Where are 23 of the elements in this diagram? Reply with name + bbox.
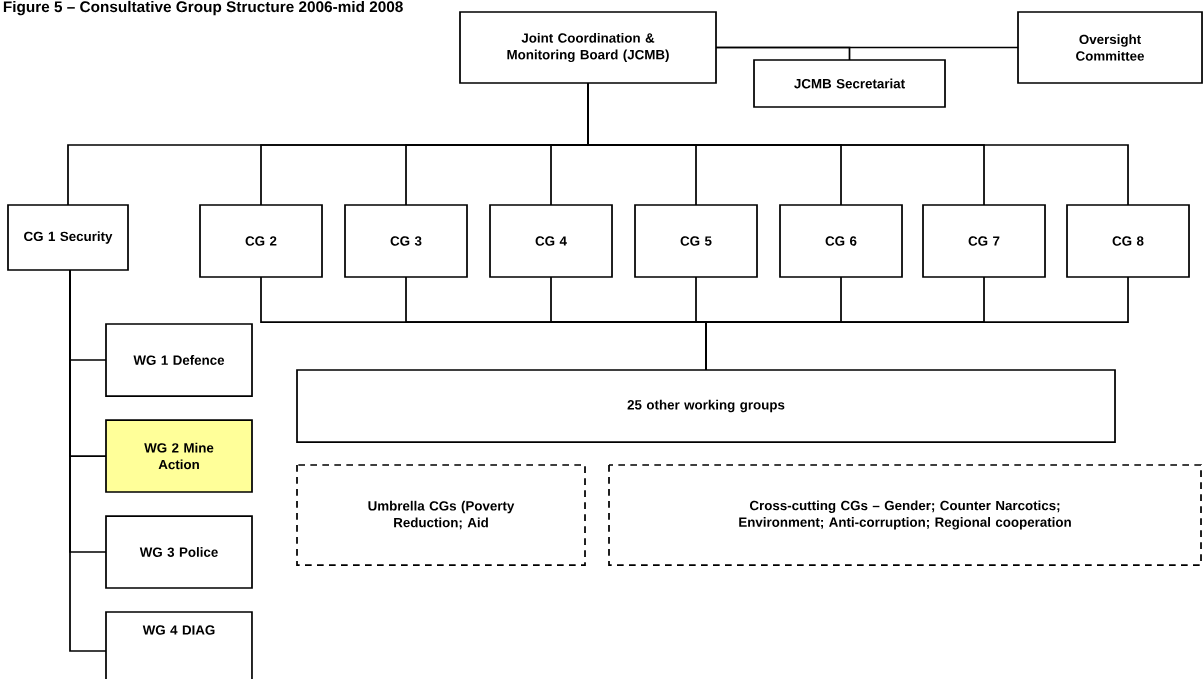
group-box: CG 3	[344, 204, 468, 278]
working-groups-box: 25 other working groups	[296, 369, 1116, 443]
group-box: CG 8	[1066, 204, 1190, 278]
working-group-box: WG 3 Police	[105, 515, 253, 589]
connector-line	[715, 46, 851, 61]
dashed-group-box: Cross-cutting CGs – Gender; Counter Narcotics; Environment; Anti-corruption; Regional cooperation	[608, 464, 1202, 566]
connector-line	[69, 269, 107, 652]
group-box: CG 5	[634, 204, 758, 278]
secretariat-box: JCMB Secretariat	[753, 59, 946, 108]
group-box: CG 6	[779, 204, 903, 278]
group-box: CG 1 Security	[7, 204, 129, 271]
connector-line	[587, 82, 1129, 206]
group-box: CG 2	[199, 204, 323, 278]
working-group-box: WG 4 DIAG	[105, 611, 253, 679]
connector-line	[705, 276, 1129, 371]
working-group-box: WG 2 Mine Action	[105, 419, 253, 493]
figure-title: Figure 5 – Consultative Group Structure 2006-mid 2008	[3, 0, 403, 16]
dashed-group-box: Umbrella CGs (Poverty Reduction; Aid	[296, 464, 586, 566]
group-box: CG 4	[489, 204, 613, 278]
group-box: CG 7	[922, 204, 1046, 278]
working-group-box: WG 1 Defence	[105, 323, 253, 397]
committee-box: Oversight Committee	[1017, 11, 1203, 84]
board-box: Joint Coordination & Monitoring Board (JCMB)	[459, 11, 717, 84]
